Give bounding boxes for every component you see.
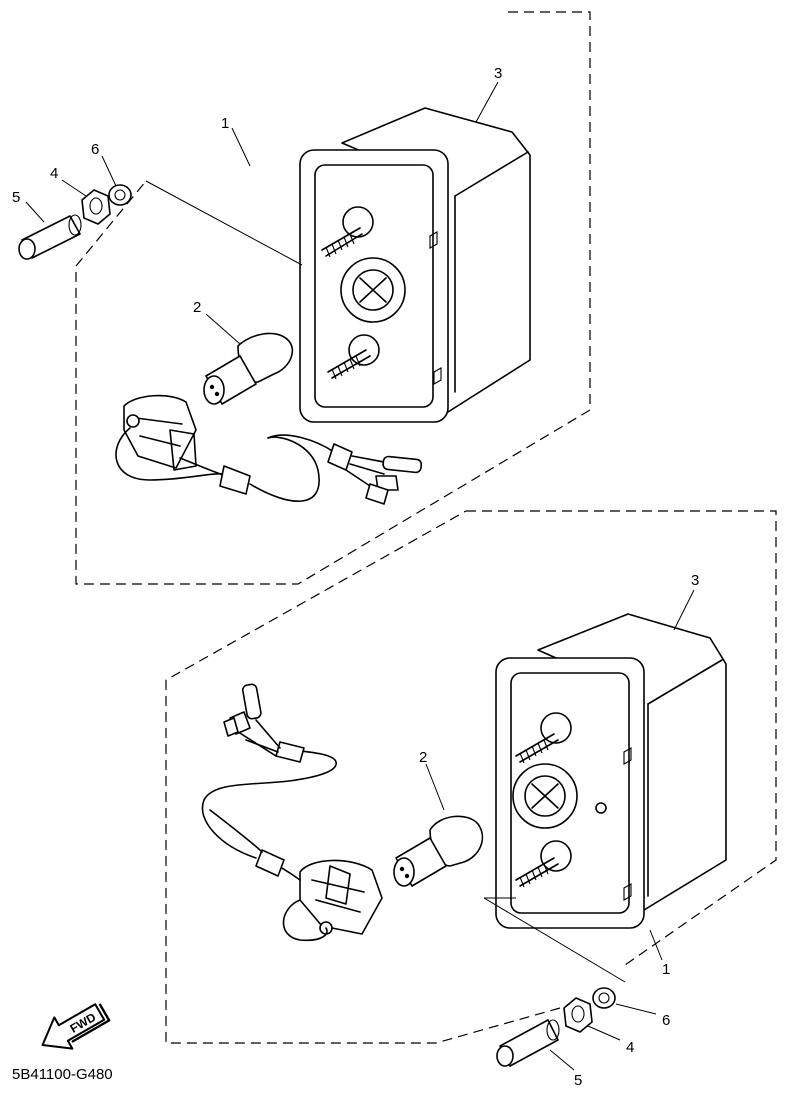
- lower-assembly-dashed-outline: [165, 510, 777, 1044]
- upper-assembly-dashed-outline: [75, 11, 591, 585]
- lower-collar: [496, 1019, 560, 1067]
- lower-socket-harness: [201, 683, 383, 942]
- upper-callout-3: 3: [494, 65, 502, 82]
- lower-callout-3: 3: [691, 572, 699, 589]
- upper-callout-6: 6: [91, 141, 99, 158]
- upper-callout-2: 2: [193, 299, 201, 316]
- fwd-arrow-icon: FWD: [41, 1003, 111, 1050]
- lower-assembly: 1 2 3 4 5 6: [165, 510, 777, 1089]
- lower-tail-light-housing: [495, 613, 727, 929]
- lower-washer: [592, 987, 616, 1009]
- lower-bulb: [393, 815, 484, 887]
- upper-tail-light-housing: [299, 107, 531, 423]
- upper-bulb: [203, 332, 294, 405]
- lower-callout-5: 5: [574, 1072, 582, 1089]
- lower-nut: [563, 997, 593, 1033]
- upper-nut: [81, 189, 111, 225]
- figure-code: 5B41100-G480: [12, 1066, 113, 1083]
- upper-washer: [108, 184, 132, 206]
- lower-callout-4: 4: [626, 1039, 634, 1056]
- upper-collar: [18, 214, 82, 260]
- lower-callout-1: 1: [662, 961, 670, 978]
- lower-callout-6: 6: [662, 1012, 670, 1029]
- upper-callout-5: 5: [12, 189, 20, 206]
- upper-assembly: 1 2 3 4 5 6: [12, 11, 591, 585]
- upper-socket-harness: [115, 394, 423, 505]
- upper-callout-4: 4: [50, 165, 58, 182]
- lower-callout-2: 2: [419, 749, 427, 766]
- upper-callout-1: 1: [221, 115, 229, 132]
